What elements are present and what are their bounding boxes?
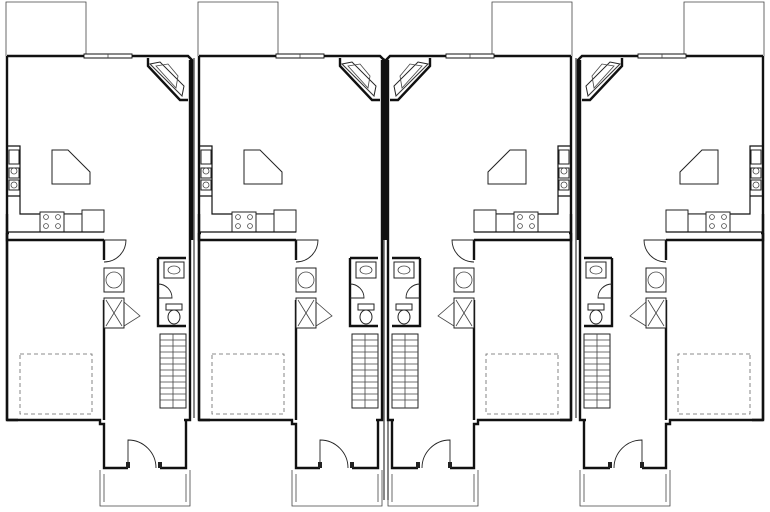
unit-1 [4, 0, 194, 508]
party-walls [194, 58, 576, 500]
unit-4 [576, 0, 766, 508]
unit-3 [384, 0, 574, 508]
unit-2 [196, 0, 386, 508]
